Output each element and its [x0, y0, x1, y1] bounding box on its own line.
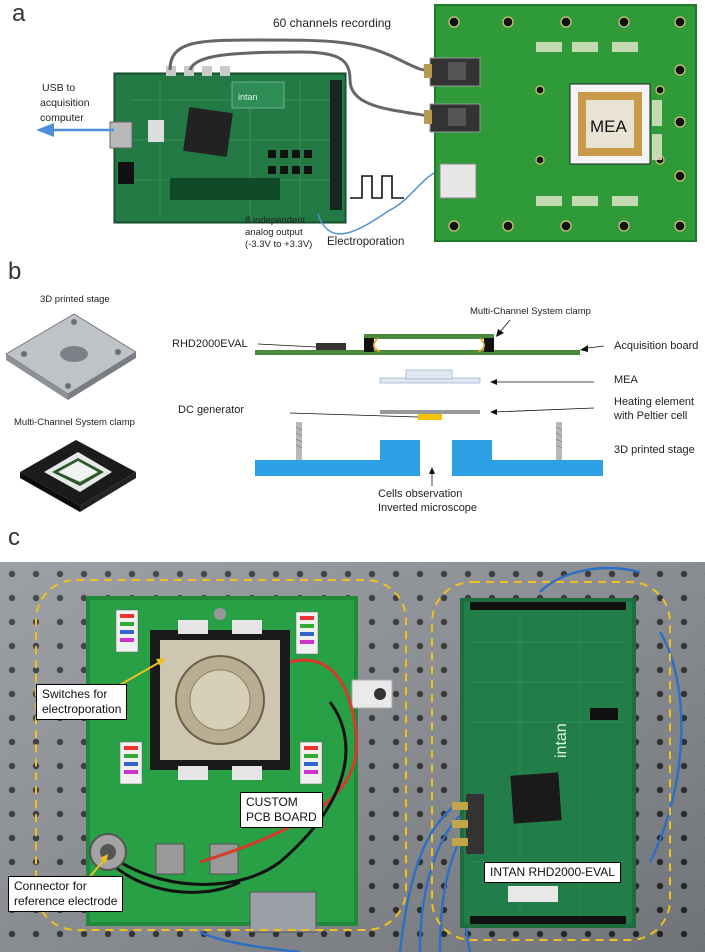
- label-cells-1: Cells observation: [378, 488, 463, 500]
- stage-title: 3D printed stage: [40, 294, 110, 305]
- usb-arrow-icon: [36, 123, 54, 137]
- label-mea: MEA: [614, 374, 638, 386]
- clamp-3d-render: [20, 440, 136, 512]
- intan-label-box: INTAN RHD2000-EVAL: [484, 862, 621, 883]
- panel-b: b 3D printed stage Multi-Channel System …: [0, 258, 705, 520]
- bnc-connector: [89, 833, 127, 871]
- label-rhd: RHD2000EVAL: [172, 338, 248, 350]
- label-clamp: Multi-Channel System clamp: [470, 306, 591, 317]
- panel-c: c: [0, 520, 705, 952]
- label-cells-2: Inverted microscope: [378, 502, 478, 514]
- mea-label-a: MEA: [590, 117, 628, 136]
- usb-label-1: USB to: [42, 82, 76, 94]
- stage-3d-render: [5, 313, 137, 400]
- analog-label-2: analog output: [245, 227, 303, 238]
- label-dc: DC generator: [178, 404, 245, 416]
- switches-label-box: Switches for electroporation: [36, 684, 128, 720]
- connector-label-1: Connector for: [14, 879, 87, 893]
- custom-pcb-outline: [35, 579, 407, 931]
- usb-label-2: acquisition: [40, 97, 90, 109]
- panel-a: a: [0, 0, 705, 262]
- mea-pcb-board: [424, 4, 697, 242]
- label-stage: 3D printed stage: [614, 444, 695, 456]
- panel-c-photo: intan: [0, 562, 705, 952]
- intan-eval-board-a: [109, 66, 347, 224]
- connector-label-box: Connector for reference electrode: [8, 876, 124, 912]
- label-acquisition: Acquisition board: [614, 340, 699, 352]
- label-heating-2: with Peltier cell: [614, 410, 688, 422]
- cross-section-schematic: [255, 319, 605, 486]
- switches-label-2: electroporation: [42, 702, 122, 716]
- analog-label-3: (-3.3V to +3.3V): [245, 239, 313, 250]
- connector-arrow-icon: [100, 854, 108, 864]
- panel-a-letter: a: [12, 0, 26, 27]
- panel-b-letter: b: [8, 258, 22, 285]
- switches-arrow-icon: [156, 658, 166, 666]
- usb-label-3: computer: [40, 112, 84, 124]
- channels-recording-label: 60 channels recording: [273, 16, 392, 30]
- clamp-title: Multi-Channel System clamp: [14, 417, 135, 428]
- board-silk-intan-a: intan: [238, 92, 258, 102]
- switches-label-1: Switches for: [42, 687, 108, 701]
- custom-pcb-label-box: CUSTOM PCB BOARD: [240, 792, 323, 828]
- electroporation-label: Electroporation: [327, 236, 405, 248]
- label-heating-1: Heating element: [614, 396, 695, 408]
- panel-c-letter: c: [8, 524, 20, 551]
- board-silk-intan-c: intan: [553, 723, 570, 758]
- connector-label-2: reference electrode: [14, 894, 118, 908]
- custom-pcb-label-2: PCB BOARD: [246, 810, 317, 824]
- custom-pcb-label-1: CUSTOM: [246, 795, 298, 809]
- panel-b-graphics: [5, 313, 605, 512]
- panel-a-diagram: intan: [36, 4, 697, 242]
- analog-label-1: 8 independent: [245, 215, 306, 226]
- square-pulse-icon: [350, 175, 404, 199]
